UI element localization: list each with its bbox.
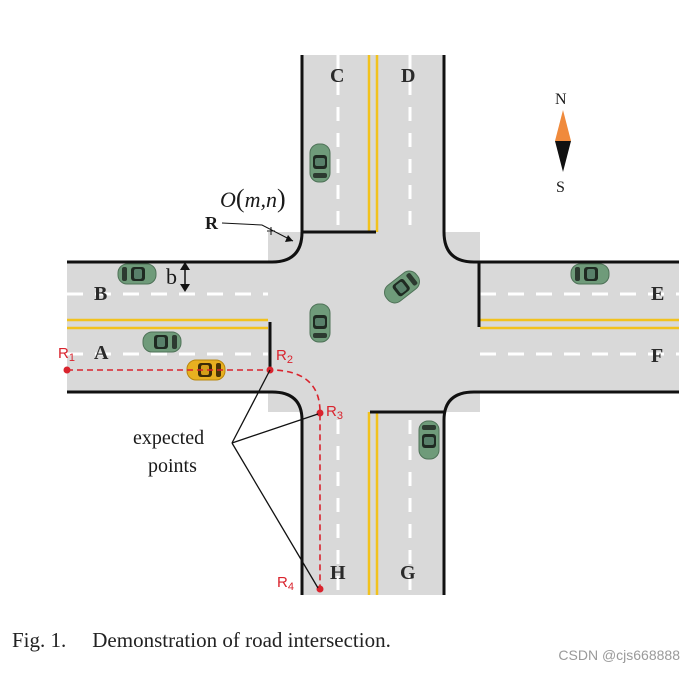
route-letter: R	[326, 403, 337, 420]
origin-paren-open: (	[236, 184, 245, 213]
expected-points-label-line1: expected	[133, 427, 204, 449]
lane-label-c: C	[330, 65, 344, 87]
route-subscript: 1	[69, 352, 75, 364]
lane-width-arrow-icon	[180, 262, 190, 292]
road-surface	[67, 55, 679, 595]
route-letter: R	[58, 345, 69, 362]
lane-dividers	[67, 55, 679, 595]
car-icon	[142, 331, 182, 353]
route-letter: R	[277, 574, 288, 591]
watermark: CSDN @cjs668888	[558, 647, 680, 663]
lane-label-b: B	[94, 283, 107, 305]
route-point-r1	[63, 366, 71, 374]
route-subscript: 3	[337, 410, 343, 422]
lane-label-h: H	[330, 562, 346, 584]
car-icon	[309, 143, 331, 183]
route-subscript: 2	[287, 354, 293, 366]
radius-leader-line	[221, 222, 294, 242]
lane-label-a: A	[94, 342, 109, 364]
origin-label: O(m,n)	[220, 184, 286, 213]
lane-label-e: E	[651, 283, 664, 305]
car-icon	[309, 303, 331, 343]
origin-prefix: O	[220, 187, 236, 212]
expected-points-label-line2: points	[148, 455, 197, 477]
figure-number: Fig. 1.	[12, 628, 67, 652]
expected-points-leader-lines	[231, 369, 319, 589]
turning-radius-label: R	[205, 213, 219, 233]
route-letter: R	[276, 347, 287, 364]
route-subscript: 4	[288, 581, 294, 593]
compass-south-label: S	[556, 179, 565, 196]
route-label-r3: R3	[326, 403, 343, 422]
car-icon	[570, 263, 610, 285]
center-lines	[67, 55, 679, 595]
car-icon	[117, 263, 157, 285]
caption-text: Demonstration of road intersection.	[92, 628, 391, 652]
planned-route	[63, 366, 324, 593]
figure-caption: Fig. 1. Demonstration of road intersectio…	[12, 628, 391, 653]
route-label-r4: R4	[277, 574, 294, 593]
route-label-r1: R1	[58, 345, 75, 364]
origin-args: m,n	[245, 187, 277, 212]
origin-paren-close: )	[277, 184, 286, 213]
compass-north-label: N	[555, 91, 567, 108]
lane-label-f: F	[651, 345, 663, 367]
route-label-r2: R2	[276, 347, 293, 366]
car-icon	[418, 420, 440, 460]
route-point-r3	[316, 409, 324, 417]
lane-width-label: b	[166, 264, 177, 289]
radius-arrowhead-icon	[285, 235, 293, 242]
lane-label-g: G	[400, 562, 416, 584]
lane-label-d: D	[401, 65, 415, 87]
compass-icon	[555, 110, 571, 172]
